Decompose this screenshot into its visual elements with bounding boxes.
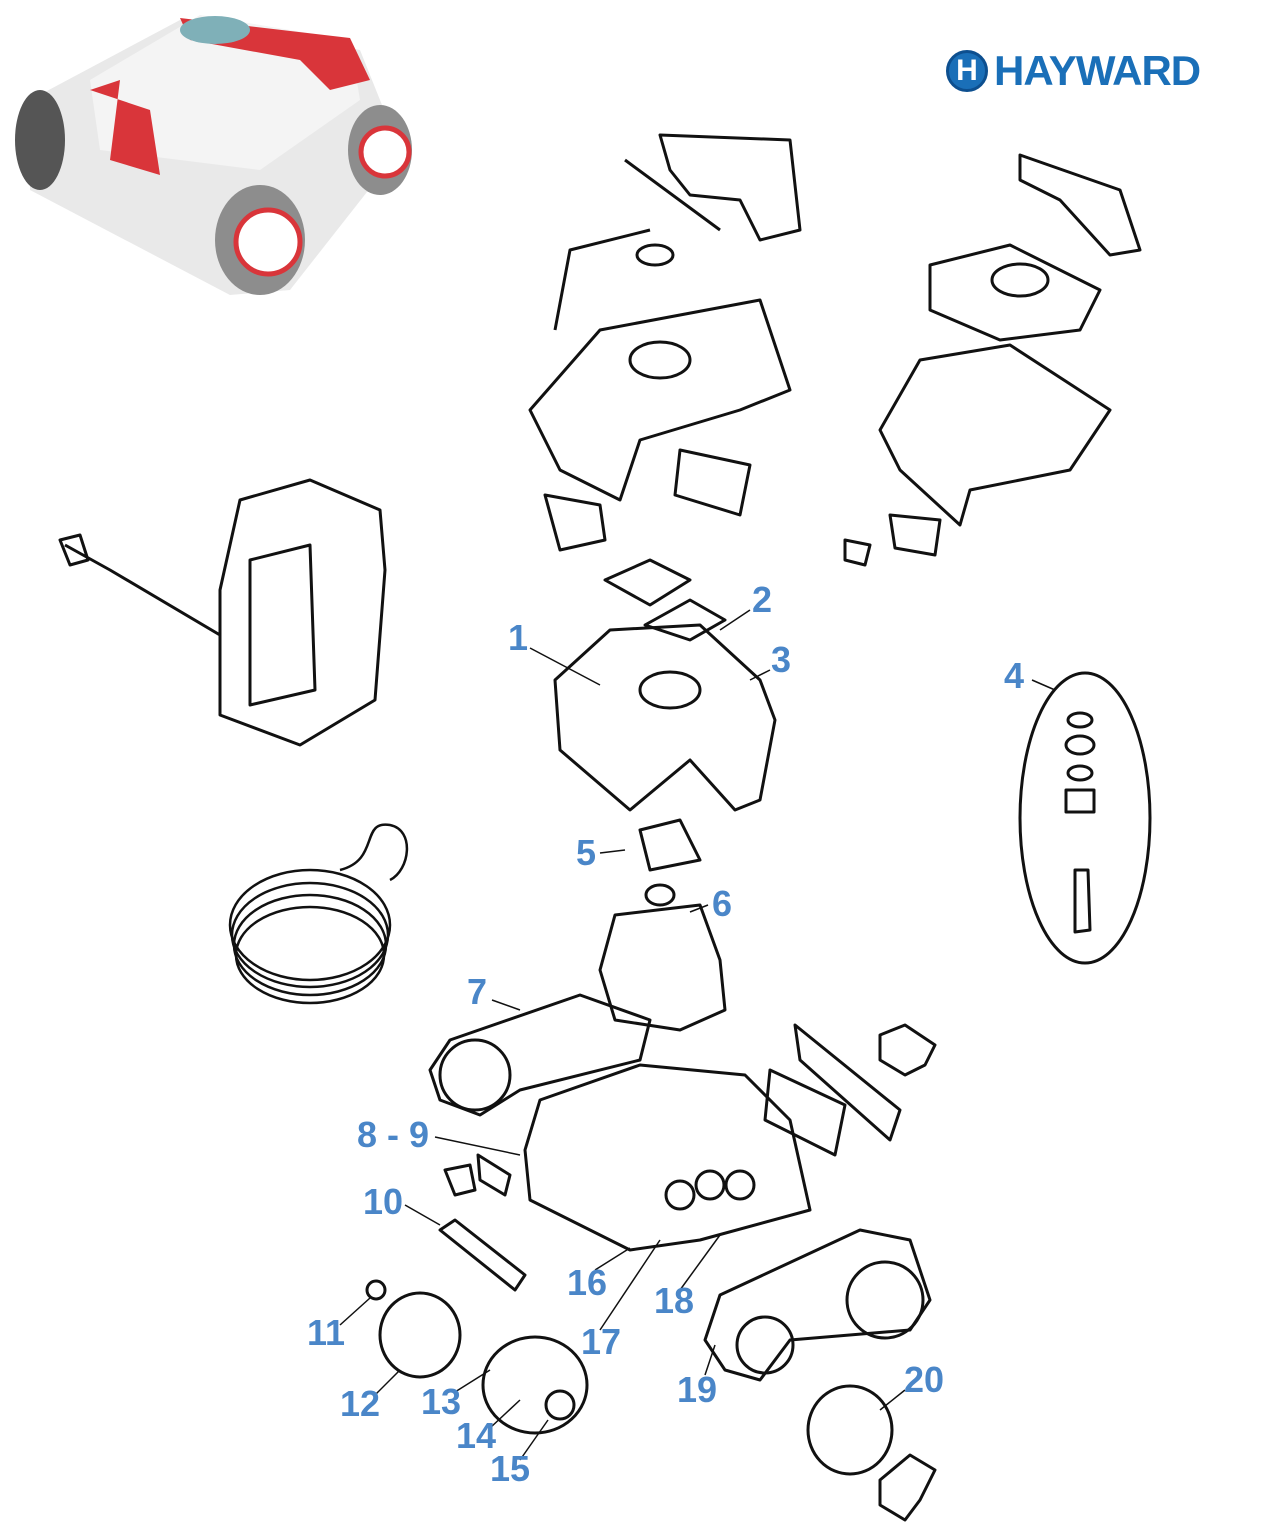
callout-12: 12 [339,1383,381,1424]
floating-cable [228,823,409,1005]
wheel-assembly-left [365,1279,589,1435]
brush-pieces [438,1153,527,1292]
hayward-logo: H HAYWARD [946,47,1201,95]
callout-1: 1 [507,617,529,658]
callout-8-9: 8 - 9 [356,1114,430,1155]
callout-2: 2 [751,579,773,620]
callout-14: 14 [455,1415,497,1456]
power-supply [58,478,387,747]
callout-16: 16 [566,1262,608,1303]
pump-motor [598,883,727,1032]
callout-11: 11 [306,1312,346,1353]
callout-17: 17 [580,1321,622,1362]
chassis [523,1023,937,1252]
callout-6: 6 [711,883,733,924]
hayward-wordmark: HAYWARD [994,47,1201,94]
leader-lines [339,609,1056,1461]
swivel-kit [1018,671,1152,965]
callout-15: 15 [489,1448,531,1489]
side-plate-right [703,1228,937,1522]
callout-3: 3 [770,639,792,680]
side-plate-left [428,993,652,1117]
robot-cleaner-photo [15,15,412,295]
callout-5: 5 [575,832,597,873]
top-cover-assembly [528,133,802,552]
callout-18: 18 [653,1280,695,1321]
callout-20: 20 [903,1359,945,1400]
top-cover-assembly-alt [843,153,1142,567]
callout-10: 10 [362,1181,404,1222]
callout-19: 19 [676,1369,718,1410]
hayward-logo-mark: H [946,50,988,92]
callout-4: 4 [1003,655,1025,696]
filter-basket [553,558,777,872]
callout-13: 13 [420,1381,462,1422]
callout-7: 7 [466,971,488,1012]
